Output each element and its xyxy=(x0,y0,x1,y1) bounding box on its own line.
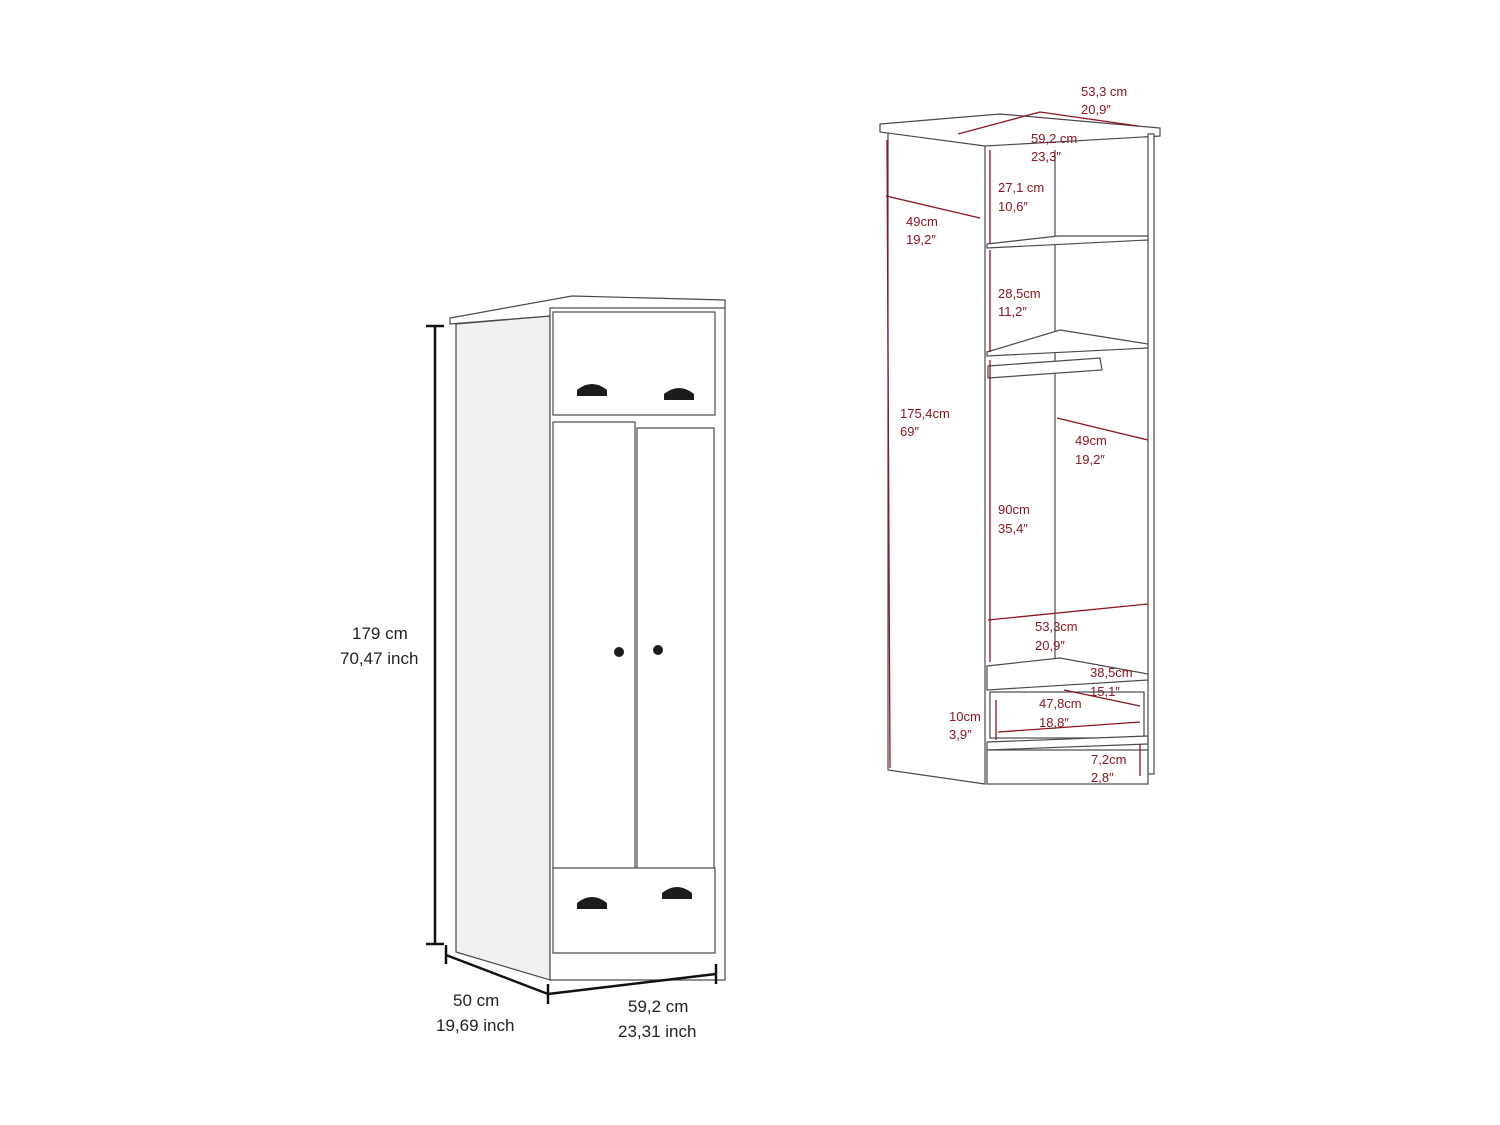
front-hardware xyxy=(577,384,694,909)
shelf-one-label-in: 10,6″ xyxy=(998,199,1028,214)
drawer-depth-label-cm: 38,5cm xyxy=(1090,665,1133,680)
inner-depth-line xyxy=(1056,417,1149,441)
drawer-top-board xyxy=(986,657,1149,691)
base-height-label-cm: 7,2cm xyxy=(1091,752,1127,767)
front-wardrobe xyxy=(449,295,726,981)
shelf-one-label-cm: 27,1 cm xyxy=(998,180,1045,195)
shelf-two-label-in: 11,2″ xyxy=(998,304,1027,319)
shelf-two-label-cm: 28,5cm xyxy=(998,286,1041,301)
bottom-board xyxy=(986,735,1149,751)
total-height-line xyxy=(886,139,891,769)
height-label-cm: 179 cm xyxy=(352,624,408,643)
base-plinth xyxy=(986,749,1149,785)
depth-label-cm: 50 cm xyxy=(453,991,500,1010)
hanging-height-label-cm: 90cm xyxy=(998,502,1030,517)
drawer-width-label-in: 18,8″ xyxy=(1039,715,1069,730)
inner-width-line xyxy=(987,603,1149,621)
left-door-knob xyxy=(614,647,624,657)
right-door xyxy=(636,427,715,871)
top-left-cup-handle xyxy=(577,384,607,396)
inner-right-panel xyxy=(1147,133,1155,775)
top-width-label-in: 23,3″ xyxy=(1031,149,1061,164)
top-depth-label-cm: 53,3 cm xyxy=(1081,84,1128,99)
drawer-height-label-in: 3,9″ xyxy=(949,727,972,742)
side-depth-line xyxy=(885,195,981,219)
front-dimension-lines xyxy=(426,324,718,1004)
top-right-cup-handle xyxy=(664,388,694,400)
drawer-depth-label-in: 15,1″ xyxy=(1090,684,1120,699)
inner-dimension-lines xyxy=(885,111,1149,776)
top-depth-line xyxy=(1039,111,1139,127)
inner-wardrobe xyxy=(879,113,1161,785)
height-label-inch: 70,47 inch xyxy=(340,649,419,668)
hanging-height-label-in: 35,4″ xyxy=(998,521,1028,536)
inner-width-label-in: 20,9″ xyxy=(1035,638,1065,653)
top-depth-label-in: 20,9″ xyxy=(1081,102,1111,117)
depth-label-inch: 19,69 inch xyxy=(436,1016,515,1035)
top-width-line xyxy=(957,111,1041,135)
drawer-height-label-cm: 10cm xyxy=(949,709,981,724)
bottom-left-cup-handle xyxy=(577,897,607,909)
total-height-label-in: 69″ xyxy=(900,424,920,439)
width-dimension-line xyxy=(547,972,717,996)
inner-depth-label-cm: 49cm xyxy=(1075,433,1107,448)
side-depth-label-cm: 49cm xyxy=(906,214,938,229)
inner-width-label-cm: 53,3cm xyxy=(1035,619,1078,634)
top-width-label-cm: 59,2 cm xyxy=(1031,131,1078,146)
hanging-rod xyxy=(987,357,1103,379)
shelf-one xyxy=(986,235,1149,249)
total-height-label-cm: 175,4cm xyxy=(900,406,950,421)
bottom-right-cup-handle xyxy=(662,887,692,899)
depth-dimension-line xyxy=(445,953,549,996)
width-label-cm: 59,2 cm xyxy=(628,997,689,1016)
drawer-depth-line xyxy=(1063,689,1141,707)
side-depth-label-in: 19,2″ xyxy=(906,232,936,247)
drawer-width-line xyxy=(997,721,1141,733)
right-door-knob xyxy=(653,645,663,655)
inner-top-board xyxy=(879,113,1161,147)
width-label-inch: 23,31 inch xyxy=(618,1022,697,1041)
wardrobe-side-panel xyxy=(455,315,551,981)
left-door xyxy=(552,421,636,871)
base-height-label-in: 2,8″ xyxy=(1091,770,1114,785)
bottom-drawer-front xyxy=(552,867,716,954)
shelf-two xyxy=(986,329,1149,357)
inner-depth-label-in: 19,2″ xyxy=(1075,452,1105,467)
drawer-width-label-cm: 47,8cm xyxy=(1039,696,1082,711)
